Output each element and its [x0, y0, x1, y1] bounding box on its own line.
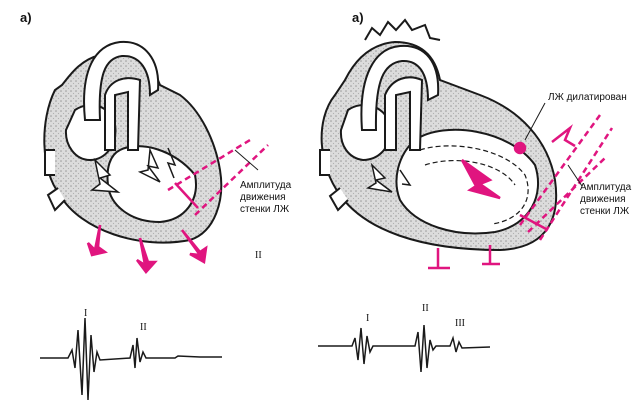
- left-heart-vessel-2: [46, 187, 66, 212]
- left-heart-flow-arrow-3: [166, 147, 177, 179]
- right-heart-lv-cavity: [395, 128, 540, 235]
- right-heart-pulmonary: [384, 76, 424, 151]
- right-heart-dashed-contour: [419, 145, 529, 225]
- right-annotation-line1: Амплитуда: [580, 182, 632, 193]
- right-big-flow-arrow: [460, 158, 501, 200]
- left-annotation-line3: стенки ЛЖ: [240, 204, 290, 215]
- right-heart-vessel: [319, 149, 330, 176]
- left-motion-arrow-1: [86, 224, 108, 257]
- left-panel-letter: a): [20, 10, 32, 25]
- right-heart-flow-arrow-2: [399, 169, 412, 186]
- left-heart-vessel: [44, 149, 55, 176]
- left-wall-motion-markers: [86, 138, 269, 274]
- right-wall-motion-markers: [428, 114, 614, 270]
- left-heart-pulmonary: [104, 77, 142, 151]
- left-heart-aorta: [83, 40, 160, 121]
- left-trace-label-1: I: [84, 308, 88, 319]
- right-heart-vessel-2: [328, 187, 349, 212]
- left-dashed-line-2: [194, 144, 269, 216]
- right-panel-letter: a): [352, 10, 364, 25]
- right-annotation-line3: стенки ЛЖ: [580, 206, 630, 217]
- left-heart-flow-arrow-2: [137, 147, 161, 183]
- left-annotation-leader: [234, 149, 259, 171]
- left-trace-line: [40, 317, 222, 401]
- left-trace-label-2: II: [140, 322, 147, 333]
- right-trace-label-1: I: [366, 313, 370, 324]
- right-trace: [318, 324, 491, 373]
- right-dashed-line-3: [527, 157, 606, 233]
- right-heart-dashed-contour-2: [424, 159, 516, 186]
- left-trace: [40, 317, 222, 401]
- left-motion-arrow-3: [180, 229, 208, 264]
- left-heart-flow-arrow: [89, 157, 121, 193]
- left-motion-arrow-2: [136, 237, 158, 274]
- left-annotation-line1: Амплитуда: [240, 180, 292, 191]
- right-trace-line: [318, 324, 491, 373]
- left-heart-normal: [43, 40, 223, 244]
- right-dashed-line-2: [538, 127, 614, 241]
- right-dilated-label: ЛЖ дилатирован: [548, 92, 627, 103]
- right-heart-arch-branches: [364, 18, 441, 41]
- right-dilated-leader: [524, 102, 546, 141]
- left-annotation-line2: движения: [240, 192, 286, 203]
- left-amplitude-annotation: Амплитуда движения стенки ЛЖ: [240, 180, 291, 216]
- right-trace-label-3: III: [455, 318, 465, 329]
- left-side-label: II: [255, 250, 262, 261]
- left-dashed-line-1: [167, 138, 251, 192]
- right-dashed-line-1: [518, 114, 602, 226]
- right-motion-arrow-top: [551, 124, 576, 148]
- right-annotation-leader: [567, 164, 583, 187]
- right-trace-label-2: II: [422, 303, 429, 314]
- right-dilation-dot: [513, 141, 527, 155]
- right-amplitude-bar: [519, 213, 549, 232]
- left-amplitude-bar: [174, 182, 199, 209]
- right-heart-aorta: [360, 44, 440, 131]
- right-heart-flow-arrow: [365, 162, 393, 193]
- right-amplitude-annotation: Амплитуда движения стенки ЛЖ: [580, 182, 631, 218]
- right-annotation-line2: движения: [580, 194, 626, 205]
